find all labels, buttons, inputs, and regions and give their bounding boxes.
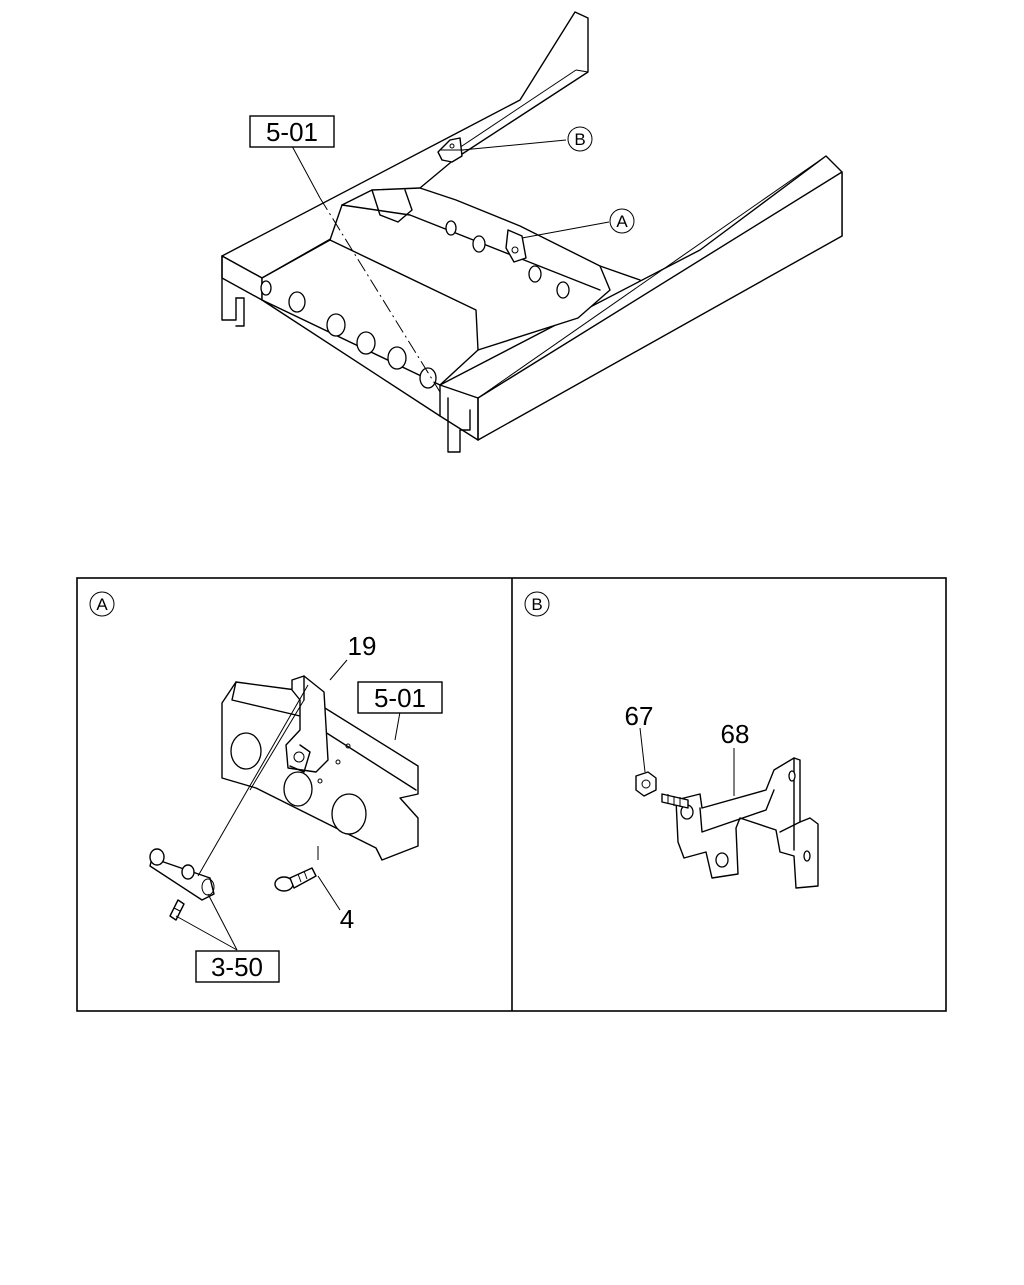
- ref-box-5-01: 5-01: [249, 115, 335, 148]
- ref-label-3-50: 3-50: [211, 952, 263, 982]
- chassis-frame-overview: 5-01 B A: [221, 11, 843, 453]
- marker-a-label: A: [616, 212, 628, 231]
- detail-a-marker-label: A: [96, 595, 108, 614]
- bolt-4: [274, 867, 317, 892]
- detail-b-marker-label: B: [531, 595, 542, 614]
- marker-a: A: [609, 208, 635, 234]
- crossmember: [261, 187, 611, 386]
- marker-b-label: B: [574, 130, 585, 149]
- crossmember-holes: [260, 220, 570, 389]
- stud-bolt: [661, 793, 689, 809]
- callout-19: 19: [348, 631, 377, 661]
- callout-4: 4: [340, 904, 354, 934]
- nut-67: [635, 771, 657, 797]
- ref-box-5-01-detail: 5-01: [357, 681, 443, 714]
- ref-label-5-01-detail: 5-01: [374, 683, 426, 713]
- ref-label-5-01: 5-01: [266, 117, 318, 147]
- marker-b: B: [567, 126, 593, 152]
- detail-a-marker: A: [89, 591, 115, 617]
- callout-67: 67: [625, 701, 654, 731]
- pin-collar-3-50: [149, 848, 215, 921]
- bracket-19: [285, 675, 329, 784]
- detail-panels: [76, 577, 947, 1012]
- bracket-68: [675, 757, 819, 889]
- bracket-at-a: [505, 229, 527, 263]
- detail-a: A: [89, 591, 443, 983]
- detail-b: B 67 68: [524, 591, 819, 889]
- ref-box-3-50: 3-50: [195, 950, 280, 983]
- bracket-at-b: [437, 137, 464, 163]
- callout-68: 68: [721, 719, 750, 749]
- detail-b-marker: B: [524, 591, 550, 617]
